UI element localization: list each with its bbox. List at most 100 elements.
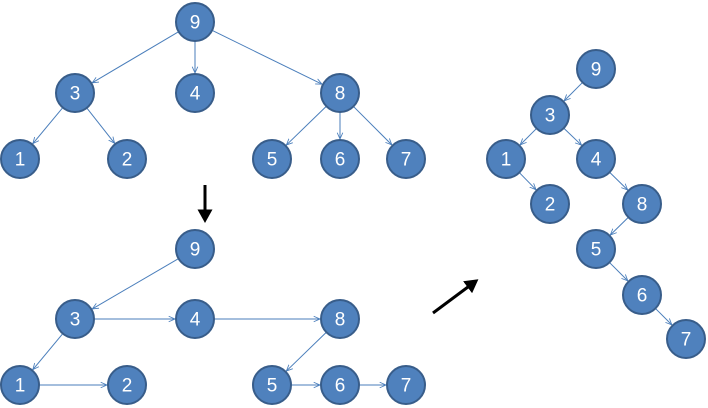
- node-circle: [0, 365, 40, 405]
- node-circle: [320, 73, 360, 113]
- node-9: 9: [175, 2, 215, 42]
- edge-8-to-5: [610, 216, 629, 235]
- node-label: 2: [122, 150, 133, 171]
- node-label: 2: [545, 195, 556, 216]
- node-circle: [107, 139, 147, 179]
- edge-4-to-8: [609, 171, 628, 190]
- edge-9-to-3: [92, 31, 179, 83]
- node-circle: [55, 73, 95, 113]
- node-circle: [622, 184, 662, 224]
- node-3: 3: [55, 73, 95, 113]
- edge-3-to-1: [33, 333, 64, 370]
- node-label: 8: [335, 84, 346, 105]
- edge-9-to-8: [211, 29, 322, 84]
- node-circle: [320, 365, 360, 405]
- tree-left-child-right-sibling-edges: [33, 258, 386, 385]
- node-5: 5: [252, 365, 292, 405]
- node-label: 2: [122, 376, 133, 397]
- edge-8-to-7: [353, 106, 391, 144]
- edge-8-to-5: [286, 105, 327, 145]
- node-circle: [386, 365, 426, 405]
- node-circle: [386, 139, 426, 179]
- node-label: 9: [591, 60, 602, 81]
- tree-original-edges: [33, 29, 392, 145]
- edge-3-to-2: [86, 107, 115, 143]
- node-1: 1: [0, 139, 40, 179]
- node-label: 4: [190, 84, 201, 105]
- node-label: 8: [637, 195, 648, 216]
- node-2: 2: [107, 139, 147, 179]
- edge-3-to-1: [33, 107, 64, 144]
- node-label: 7: [681, 330, 692, 351]
- node-label: 3: [545, 106, 556, 127]
- node-8: 8: [320, 299, 360, 339]
- node-1: 1: [486, 139, 526, 179]
- node-circle: [530, 95, 570, 135]
- node-circle: [530, 184, 570, 224]
- node-label: 1: [15, 150, 26, 171]
- node-4: 4: [576, 139, 616, 179]
- edge-5-to-6: [609, 262, 627, 280]
- node-circle: [175, 299, 215, 339]
- tree-binary-nodes: 9 3 1 4 2 8 5 6 7: [486, 49, 706, 359]
- edge-6-to-7: [655, 308, 671, 324]
- edge-8-to-5: [286, 331, 327, 371]
- node-6: 6: [320, 365, 360, 405]
- node-circle: [175, 2, 215, 42]
- edge-9-to-3: [564, 82, 583, 100]
- node-5: 5: [576, 229, 616, 269]
- node-8: 8: [622, 184, 662, 224]
- node-4: 4: [175, 73, 215, 113]
- node-label: 4: [591, 150, 602, 171]
- node-label: 6: [335, 150, 346, 171]
- node-label: 5: [591, 240, 602, 261]
- node-7: 7: [386, 139, 426, 179]
- node-circle: [252, 365, 292, 405]
- node-label: 1: [501, 150, 512, 171]
- node-3: 3: [530, 95, 570, 135]
- up-right-transition-arrow: [432, 279, 479, 315]
- node-3: 3: [55, 299, 95, 339]
- tree-binary-edges: [518, 82, 672, 324]
- node-label: 6: [637, 286, 648, 307]
- node-circle: [0, 139, 40, 179]
- node-label: 5: [267, 150, 278, 171]
- node-2: 2: [530, 184, 570, 224]
- node-label: 3: [70, 84, 81, 105]
- node-circle: [107, 365, 147, 405]
- node-label: 7: [401, 376, 412, 397]
- node-4: 4: [175, 299, 215, 339]
- node-circle: [576, 229, 616, 269]
- node-circle: [175, 229, 215, 269]
- node-label: 5: [267, 376, 278, 397]
- node-label: 3: [70, 310, 81, 331]
- node-7: 7: [386, 365, 426, 405]
- node-circle: [486, 139, 526, 179]
- node-circle: [252, 139, 292, 179]
- node-circle: [666, 319, 706, 359]
- node-9: 9: [576, 49, 616, 89]
- edge-3-to-1: [520, 128, 537, 144]
- node-circle: [55, 299, 95, 339]
- node-6: 6: [622, 275, 662, 315]
- node-label: 7: [401, 150, 412, 171]
- node-5: 5: [252, 139, 292, 179]
- node-circle: [320, 299, 360, 339]
- node-8: 8: [320, 73, 360, 113]
- node-label: 1: [15, 376, 26, 397]
- node-circle: [576, 49, 616, 89]
- node-label: 8: [335, 310, 346, 331]
- node-circle: [622, 275, 662, 315]
- node-9: 9: [175, 229, 215, 269]
- edges-layer: [33, 29, 672, 385]
- node-2: 2: [107, 365, 147, 405]
- node-label: 9: [190, 240, 201, 261]
- edge-1-to-2: [518, 172, 536, 190]
- node-circle: [576, 139, 616, 179]
- node-6: 6: [320, 139, 360, 179]
